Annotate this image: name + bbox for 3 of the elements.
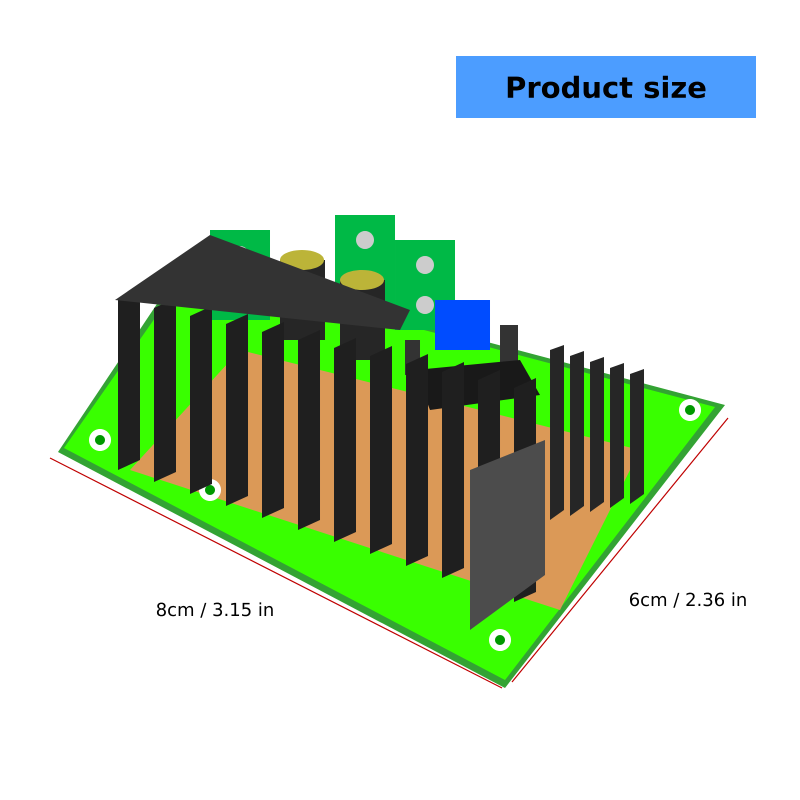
dimension-label: 6cm / 2.36 in [630,592,746,608]
title-banner: Product size [456,56,756,118]
dimension-label: 8cm / 3.15 in [156,602,273,618]
